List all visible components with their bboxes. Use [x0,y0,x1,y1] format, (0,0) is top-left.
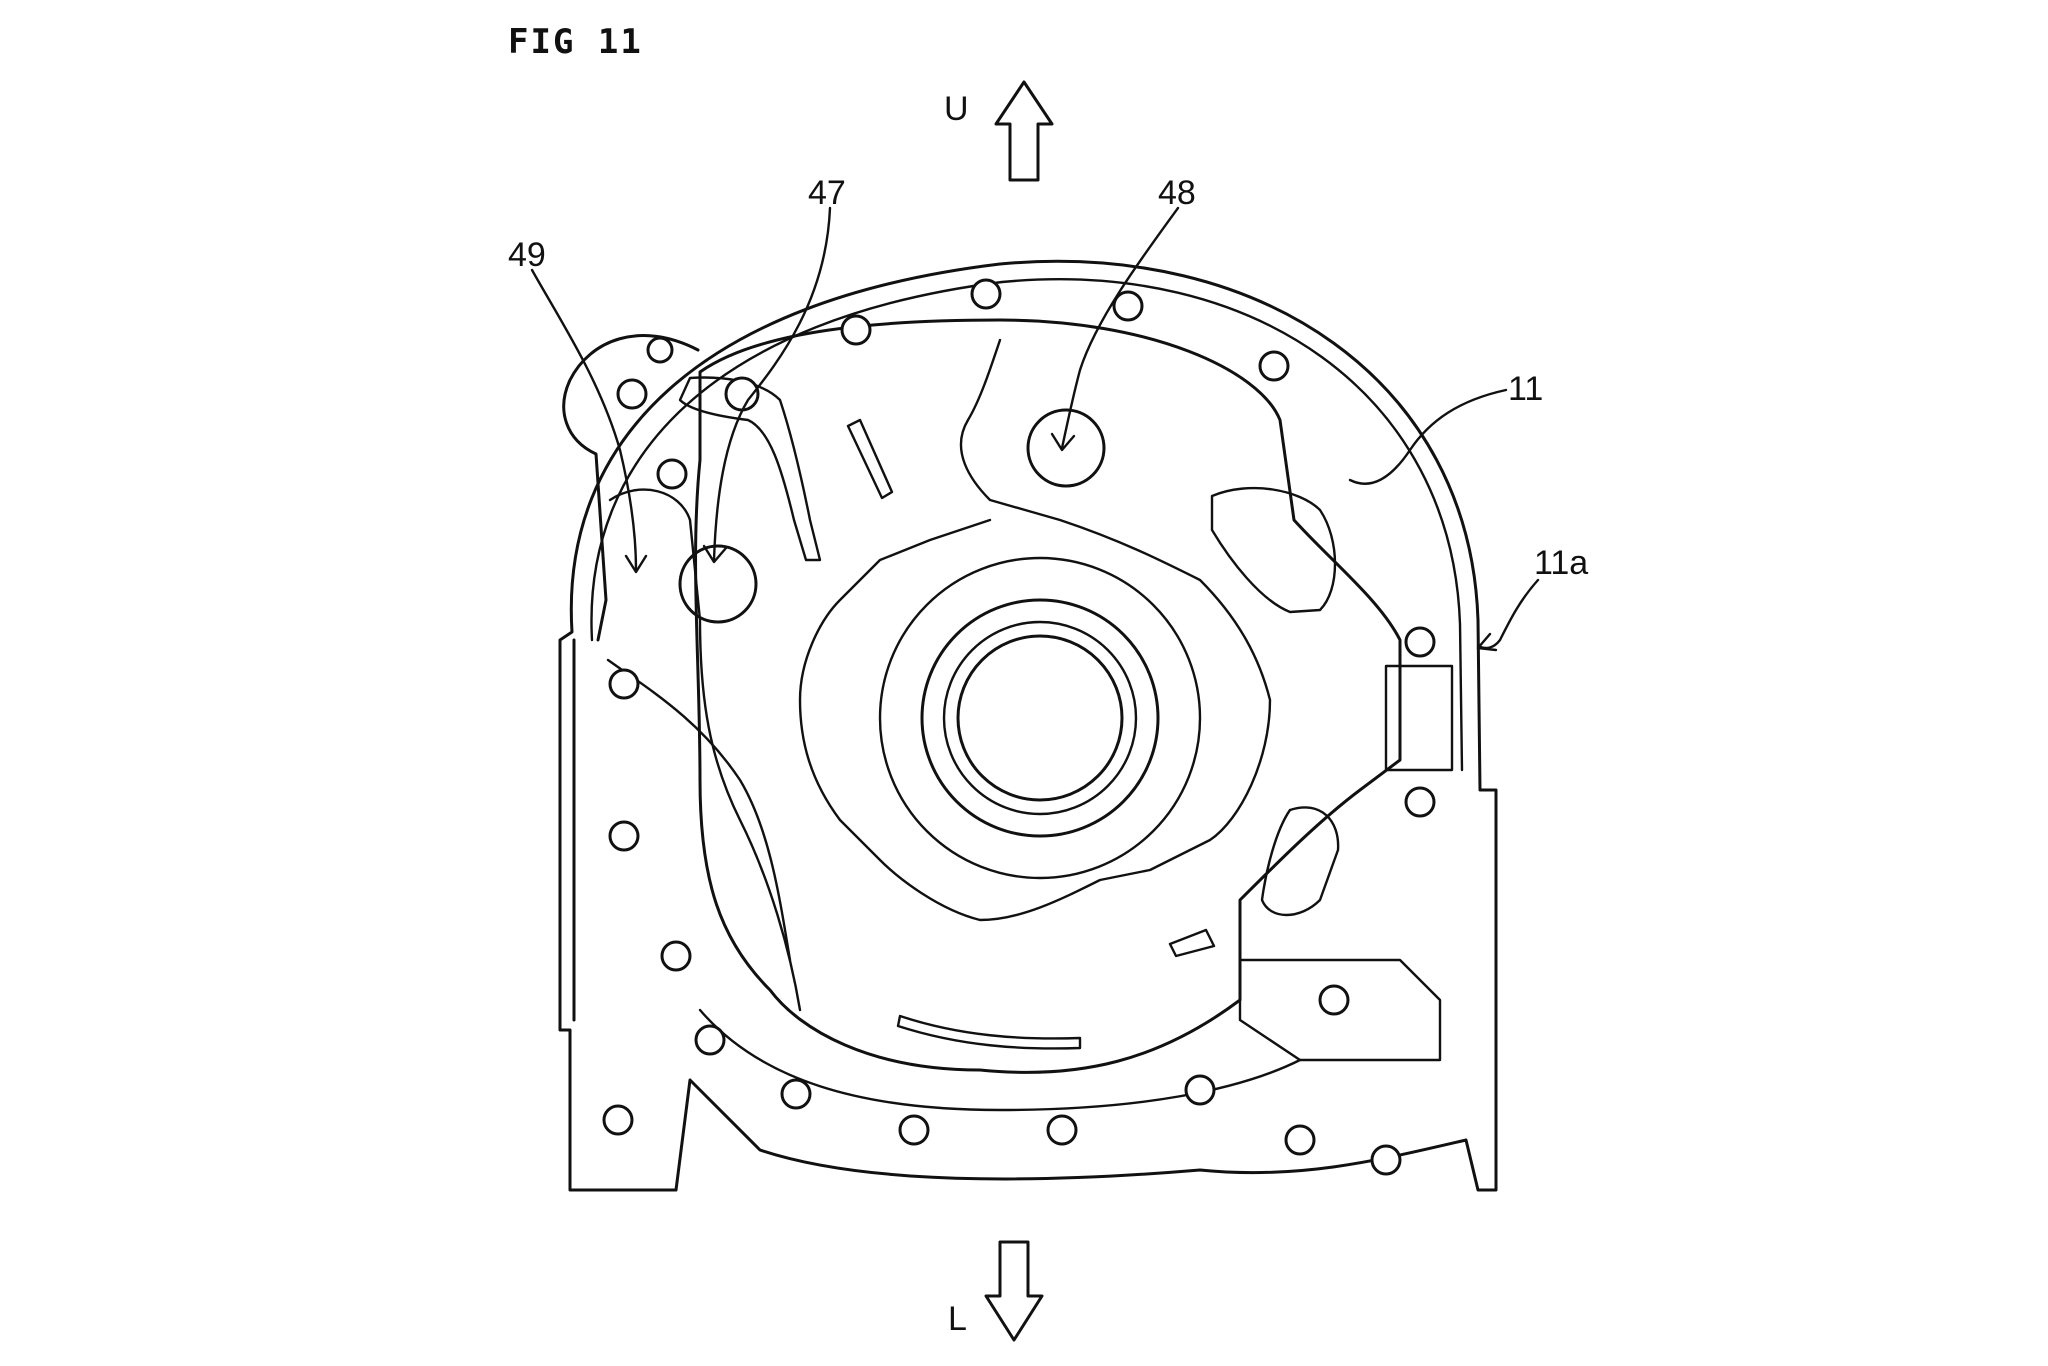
lower-slot [896,1014,1082,1050]
lower-right-fin [1168,928,1216,958]
housing-outer-edge [558,259,1498,1192]
central-bore-ring [942,620,1138,816]
right-vertical-slot [1384,664,1454,772]
leader-48-arrowhead [1050,432,1076,452]
central-bore-outline [878,556,1202,880]
reference-label-49: 49 [508,236,546,274]
crank-lobe [798,338,1272,922]
leader-48 [1060,206,1180,450]
leader-47 [712,206,832,562]
port-47 [678,544,758,624]
down-arrow [984,1240,1044,1342]
right-lower-block [1238,958,1442,1062]
leader-49 [530,268,638,572]
leader-49-arrowhead [624,554,648,574]
passage-wall-left-2 [606,658,792,962]
central-bore-inner [956,634,1124,802]
direction-down-label: L [948,1300,967,1338]
central-bore-outer [920,598,1160,838]
bottom-bead [698,1008,1302,1112]
reference-label-47: 47 [808,174,846,212]
leader-11a-arrowhead [1476,632,1498,652]
right-pocket [1210,486,1337,614]
leader-47-arrowhead [702,544,728,564]
reference-label-48: 48 [1158,174,1196,212]
port-48 [1026,408,1106,488]
direction-up-label: U [944,90,969,128]
top-slot [846,418,894,500]
figure-title: FIG 11 [508,22,643,62]
reference-label-11a: 11a [1534,544,1589,582]
reference-label-11: 11 [1508,370,1544,408]
bolt-holes [602,278,1436,1176]
leader-11 [1348,388,1508,485]
housing-rim-inner [590,278,1464,772]
upper-left-slot [678,376,822,562]
left-flange [562,334,700,642]
up-arrow [994,80,1054,182]
lower-right-pocket [1260,806,1340,917]
